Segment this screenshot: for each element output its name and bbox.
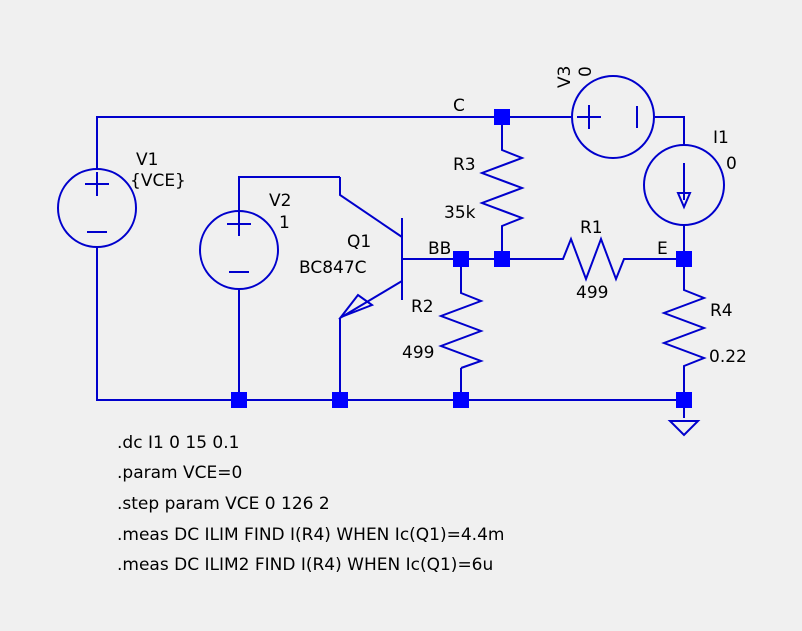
net-label-c[interactable]: C <box>453 96 465 116</box>
r4-name[interactable]: R4 <box>710 301 733 321</box>
directive-param[interactable]: .param VCE=0 <box>117 463 242 483</box>
junction-e[interactable] <box>676 251 692 267</box>
v2-value[interactable]: 1 <box>279 213 290 233</box>
wire-top-c-net[interactable] <box>96 116 571 169</box>
junction-v2-ground[interactable] <box>231 392 247 408</box>
v3-name[interactable]: V3 <box>555 66 575 88</box>
resistor-r4[interactable] <box>661 280 707 370</box>
ground-symbol[interactable] <box>667 420 701 437</box>
v1-value[interactable]: {VCE} <box>130 171 186 191</box>
directive-meas-ilim2[interactable]: .meas DC ILIM2 FIND I(R4) WHEN Ic(Q1)=6u <box>117 555 493 575</box>
r2-name[interactable]: R2 <box>411 297 434 317</box>
junction-bb[interactable] <box>453 251 469 267</box>
resistor-r1[interactable] <box>555 236 632 282</box>
v2-name[interactable]: V2 <box>269 191 291 211</box>
junction-c[interactable] <box>494 109 510 125</box>
resistor-r2[interactable] <box>438 290 484 369</box>
spice-directives: .dc I1 0 15 0.1 .param VCE=0 .step param… <box>117 433 504 575</box>
wires <box>96 116 685 418</box>
v3-value[interactable]: 0 <box>576 66 596 77</box>
q1-value[interactable]: BC847C <box>299 258 367 278</box>
voltage-source-v2[interactable] <box>199 210 279 290</box>
net-label-bb[interactable]: BB <box>428 239 451 259</box>
i1-value[interactable]: 0 <box>726 154 737 174</box>
i1-name[interactable]: I1 <box>713 128 729 148</box>
net-label-e[interactable]: E <box>657 239 668 259</box>
directive-step[interactable]: .step param VCE 0 126 2 <box>117 494 330 514</box>
wire-v2-to-collector[interactable] <box>238 176 340 211</box>
r3-value[interactable]: 35k <box>444 203 476 223</box>
directive-meas-ilim[interactable]: .meas DC ILIM FIND I(R4) WHEN Ic(Q1)=4.4… <box>117 525 504 545</box>
junction-r2-ground[interactable] <box>453 392 469 408</box>
transistor-q1[interactable] <box>338 177 403 320</box>
q1-name[interactable]: Q1 <box>347 232 371 252</box>
junctions <box>231 109 692 408</box>
junction-bb-r3[interactable] <box>494 251 510 267</box>
wire-v3-to-i1[interactable] <box>655 116 685 145</box>
r4-value[interactable]: 0.22 <box>709 347 747 367</box>
directive-dc[interactable]: .dc I1 0 15 0.1 <box>117 433 239 453</box>
v1-name[interactable]: V1 <box>136 150 158 170</box>
resistor-r3[interactable] <box>479 148 525 234</box>
junction-emitter-ground[interactable] <box>332 392 348 408</box>
r1-name[interactable]: R1 <box>580 218 603 238</box>
r2-value[interactable]: 499 <box>402 343 434 363</box>
voltage-source-v3[interactable] <box>571 75 655 159</box>
current-source-i1[interactable] <box>643 144 725 226</box>
r3-name[interactable]: R3 <box>453 155 476 175</box>
r1-value[interactable]: 499 <box>576 283 608 303</box>
junction-r4-ground[interactable] <box>676 392 692 408</box>
wire-bottom-ground[interactable] <box>96 248 684 401</box>
voltage-source-v1[interactable] <box>57 168 137 248</box>
